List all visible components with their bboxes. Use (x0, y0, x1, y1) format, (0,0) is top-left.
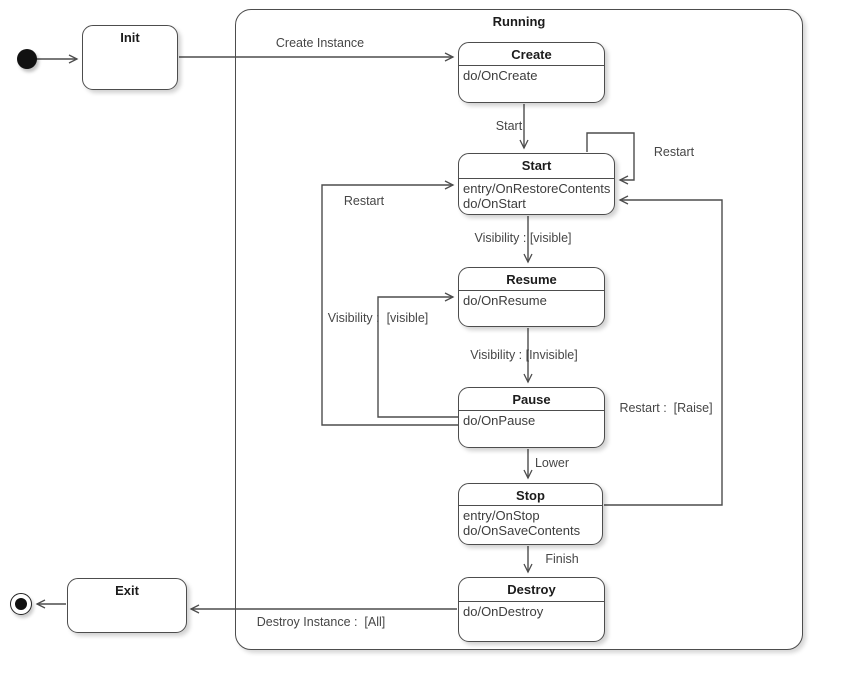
transition-label-visibility-invisible: Visibility : [Invisible] (470, 348, 578, 362)
state-pause: Pause do/OnPause (458, 387, 605, 448)
state-start-body: entry/OnRestoreContents do/OnStart (463, 181, 611, 211)
edge-pause-restart-to-start (321, 180, 458, 426)
state-resume-title: Resume (459, 268, 604, 291)
transition-label-restart-selfloop: Restart (653, 145, 695, 159)
state-pause-title: Pause (459, 388, 604, 411)
state-create-title: Create (459, 43, 604, 66)
state-create: Create do/OnCreate (458, 42, 605, 103)
transition-label-visibility-visible: Visibility : [visible] (474, 231, 572, 245)
state-stop-title: Stop (459, 484, 602, 506)
state-stop-body: entry/OnStop do/OnSaveContents (463, 508, 581, 538)
edge-pause-visible-to-resume (377, 292, 458, 418)
transition-label-visibility-visible-left: Visibility : [visible] (327, 311, 429, 325)
initial-state-dot (17, 49, 37, 69)
state-start: Start entry/OnRestoreContents do/OnStart (458, 153, 615, 215)
transition-label-finish: Finish (545, 552, 579, 566)
transition-label-destroy-instance: Destroy Instance : [All] (256, 615, 386, 629)
final-state-inner-dot (15, 598, 27, 610)
transition-label-create-instance: Create Instance (275, 36, 365, 50)
state-start-title: Start (459, 154, 614, 179)
state-init-title: Init (120, 30, 140, 45)
state-destroy: Destroy do/OnDestroy (458, 577, 605, 642)
state-destroy-body: do/OnDestroy (463, 604, 544, 619)
transition-label-restart-raise: Restart : [Raise] (619, 401, 713, 415)
transition-label-start: Start (495, 119, 523, 133)
final-state-node (10, 593, 32, 615)
state-resume-body: do/OnResume (463, 293, 547, 308)
edge-start-restart-selfloop (586, 132, 635, 185)
composite-state-title: Running (492, 14, 546, 29)
state-exit-title: Exit (115, 583, 139, 598)
state-pause-body: do/OnPause (463, 413, 536, 428)
state-init: Init (82, 25, 178, 90)
transition-label-lower: Lower (534, 456, 570, 470)
edge-stop-restart-raise-to-start (604, 195, 723, 506)
state-stop: Stop entry/OnStop do/OnSaveContents (458, 483, 603, 545)
state-exit: Exit (67, 578, 187, 633)
state-create-body: do/OnCreate (463, 68, 538, 83)
state-resume: Resume do/OnResume (458, 267, 605, 327)
state-destroy-title: Destroy (459, 578, 604, 602)
transition-label-restart-left: Restart (343, 194, 385, 208)
